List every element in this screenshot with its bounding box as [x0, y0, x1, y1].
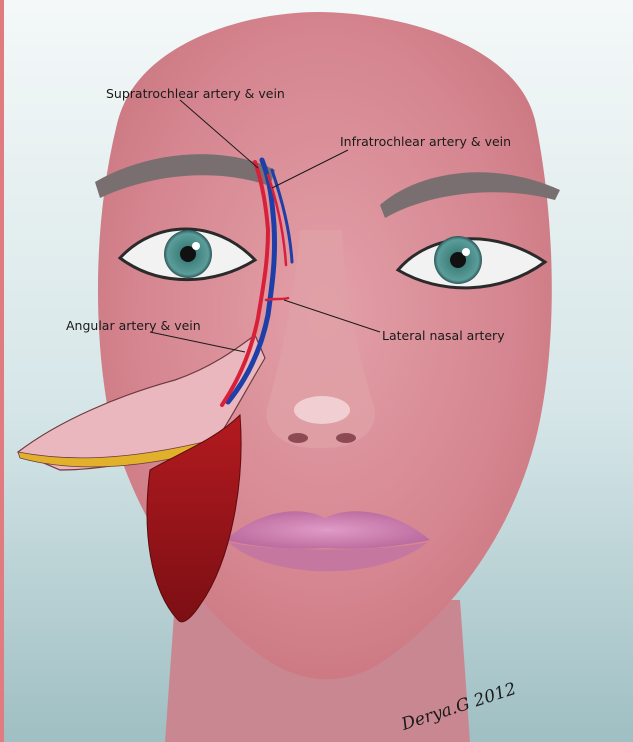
label-lateral-nasal: Lateral nasal artery	[382, 328, 505, 343]
label-infratrochlear: Infratrochlear artery & vein	[340, 134, 511, 149]
label-angular: Angular artery & vein	[66, 318, 201, 333]
label-supratrochlear: Supratrochlear artery & vein	[106, 86, 285, 101]
left-border-stripe	[0, 0, 4, 742]
